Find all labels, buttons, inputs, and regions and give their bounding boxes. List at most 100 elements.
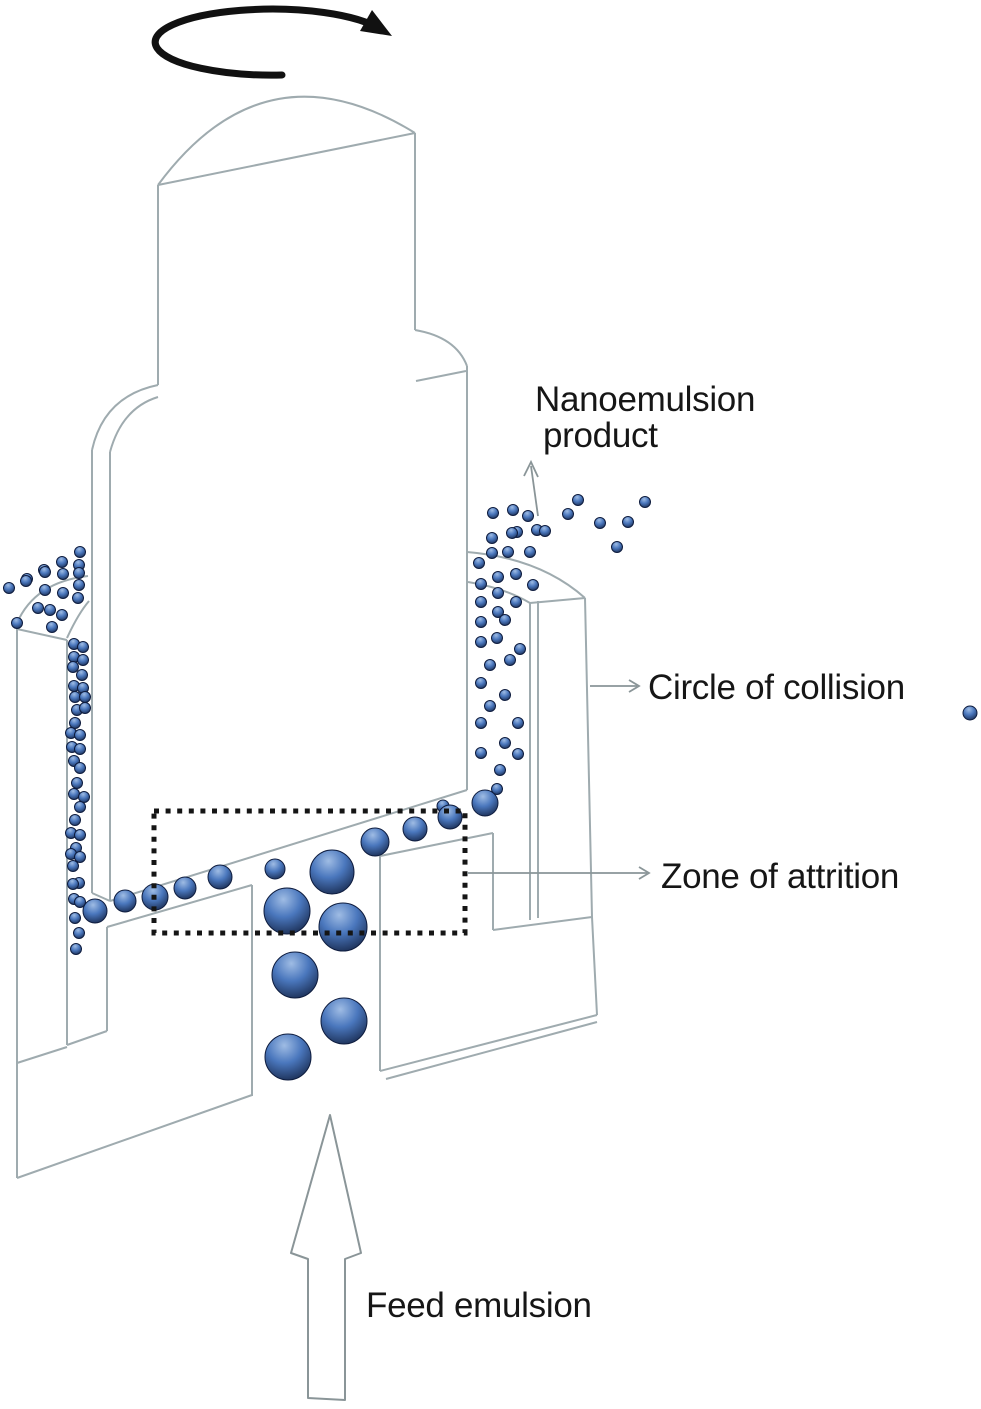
droplet xyxy=(471,789,499,817)
label-connectors xyxy=(467,459,651,880)
droplet xyxy=(486,547,498,559)
droplet xyxy=(484,700,496,712)
right-stator-top-arc xyxy=(466,551,586,599)
droplet xyxy=(318,902,368,952)
droplet xyxy=(499,689,511,701)
droplet xyxy=(74,851,86,863)
droplet xyxy=(74,729,86,741)
droplet xyxy=(539,525,551,537)
feed-column-droplets xyxy=(263,887,368,1081)
left-channel-droplets xyxy=(65,638,91,955)
droplet xyxy=(73,927,85,939)
droplet xyxy=(512,717,524,729)
droplet xyxy=(487,507,499,519)
droplet xyxy=(475,616,487,628)
rotor-flare-inner xyxy=(109,396,159,453)
droplet xyxy=(494,764,506,776)
droplet xyxy=(76,669,88,681)
droplet xyxy=(207,864,233,890)
droplet xyxy=(512,748,524,760)
left-stator-top-edge xyxy=(16,628,68,641)
droplet xyxy=(39,584,51,596)
droplet xyxy=(499,737,511,749)
droplet xyxy=(69,912,81,924)
droplet xyxy=(320,997,368,1045)
droplet xyxy=(73,567,85,579)
droplet xyxy=(74,546,86,558)
droplet xyxy=(264,858,286,880)
droplet xyxy=(3,582,15,594)
droplet xyxy=(68,788,80,800)
droplet xyxy=(611,541,623,553)
right-stator-top-edge xyxy=(529,597,586,604)
rotor-wall-join xyxy=(91,892,111,902)
left-stator-floor xyxy=(66,1030,108,1046)
droplet xyxy=(264,1033,312,1081)
circle-of-collision-pointer-icon xyxy=(590,679,641,693)
droplet xyxy=(492,606,504,618)
labels: Nanoemulsion product Circle of collision… xyxy=(366,380,905,1325)
zone-of-attrition-pointer-icon xyxy=(467,866,651,880)
circle-of-collision-label: Circle of collision xyxy=(648,668,905,707)
nanoemulsion-arrow-icon xyxy=(523,459,539,517)
droplet xyxy=(524,546,536,558)
droplet xyxy=(79,702,91,714)
attrition-row-droplets xyxy=(82,789,499,924)
droplet xyxy=(73,579,85,591)
droplet xyxy=(475,747,487,759)
droplet xyxy=(486,532,498,544)
left-stator-bottom-edge xyxy=(16,1094,253,1179)
droplet xyxy=(475,578,487,590)
droplet xyxy=(69,717,81,729)
left-stator-pocket-edge xyxy=(16,1046,68,1064)
droplet xyxy=(67,860,79,872)
droplet xyxy=(78,791,90,803)
droplet xyxy=(32,602,44,614)
droplet xyxy=(74,829,86,841)
droplet xyxy=(71,777,83,789)
left-stator-outline xyxy=(16,575,253,1179)
droplet xyxy=(20,575,32,587)
droplet xyxy=(44,604,56,616)
feed-emulsion-label: Feed emulsion xyxy=(366,1286,592,1325)
droplet xyxy=(79,691,91,703)
droplet xyxy=(77,641,89,653)
rotor-step-arc xyxy=(414,329,468,367)
stray-droplet xyxy=(962,705,978,721)
rotor-dome-chord xyxy=(157,132,416,186)
droplet xyxy=(492,587,504,599)
zone-of-attrition-label: Zone of attrition xyxy=(661,857,899,896)
droplet xyxy=(11,617,23,629)
left-spray-droplets xyxy=(3,546,86,633)
droplet xyxy=(113,889,137,913)
droplet xyxy=(475,677,487,689)
droplet xyxy=(74,743,86,755)
droplet xyxy=(514,643,526,655)
droplet xyxy=(639,496,651,508)
droplet xyxy=(72,592,84,604)
droplet xyxy=(572,494,584,506)
rotor-flare-outer xyxy=(91,384,159,451)
feed-arrow-icon xyxy=(290,1114,362,1401)
droplet xyxy=(502,546,514,558)
rotor-bottom-rim xyxy=(109,789,468,902)
right-channel-droplets xyxy=(473,557,539,795)
rotor-outline xyxy=(91,95,468,902)
droplet xyxy=(360,827,390,857)
droplet xyxy=(507,504,519,516)
droplet xyxy=(402,816,428,842)
droplet xyxy=(622,516,634,528)
droplet xyxy=(506,527,518,539)
droplet xyxy=(499,614,511,626)
right-stator-outline xyxy=(379,551,598,1080)
rotor-step-edge xyxy=(415,370,467,382)
zone-of-attrition-box xyxy=(151,808,468,936)
droplet xyxy=(69,691,81,703)
droplet xyxy=(527,579,539,591)
droplet xyxy=(263,887,311,935)
droplet xyxy=(491,783,503,795)
droplet xyxy=(74,801,86,813)
droplet xyxy=(46,621,58,633)
